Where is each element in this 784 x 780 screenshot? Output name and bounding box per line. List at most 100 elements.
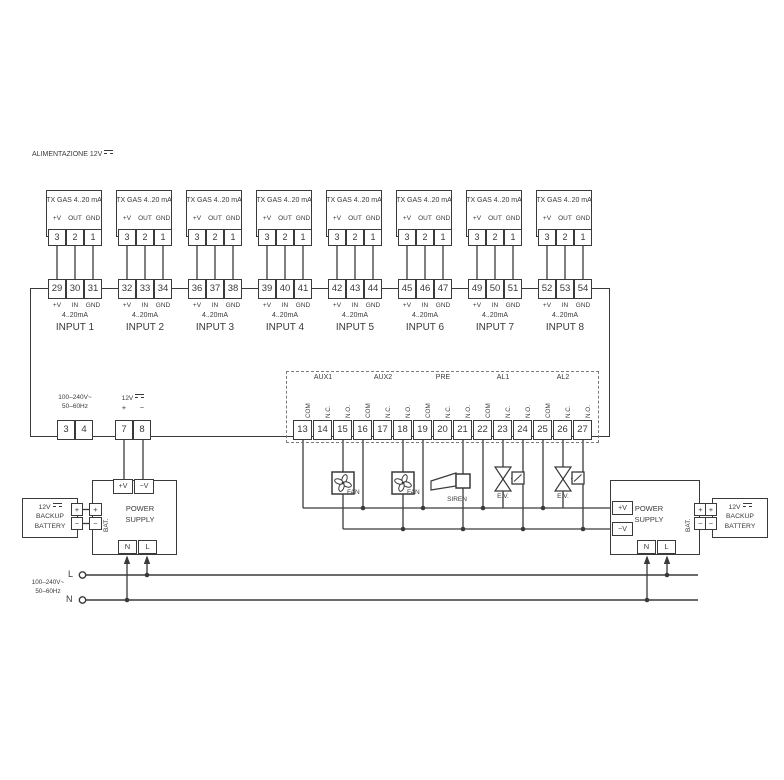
input-signal-label: 4..20mA	[271, 312, 299, 319]
tx-gas-title-7: TX GAS 4..20 mA	[466, 197, 522, 204]
power-supply-name: SUPPLY	[125, 515, 155, 524]
ps-right-n-terminal: N	[637, 540, 656, 554]
relay-name-al1: AL1	[496, 374, 510, 381]
input-pin-label: +V	[52, 302, 62, 309]
input-signal-label: 4..20mA	[481, 312, 509, 319]
input-pin-label: IN	[281, 302, 289, 309]
relay-contact-label: N.O.	[465, 405, 472, 418]
tx-terminal-3-1: 3	[48, 229, 66, 246]
relay-name-aux1: AUX1	[313, 374, 333, 381]
tx-pin-label: GND	[295, 215, 311, 222]
tx-gas-title-5: TX GAS 4..20 mA	[326, 197, 382, 204]
relay-contact-label: COM	[305, 403, 312, 418]
tx-pin-label: +V	[332, 215, 342, 222]
relay-contact-label: N.O.	[405, 405, 412, 418]
dc-out-label-text: 12V	[121, 395, 134, 402]
input-pin-label: +V	[262, 302, 272, 309]
battery-left-plus: +	[71, 503, 83, 516]
ps-right-vminus-terminal: −V	[612, 522, 633, 536]
input-terminal-53: 53	[556, 279, 574, 299]
tx-terminal-3-5: 3	[328, 229, 346, 246]
input-signal-label: 4..20mA	[411, 312, 439, 319]
tx-terminal-3-7: 3	[468, 229, 486, 246]
relay-name-aux2: AUX2	[373, 374, 393, 381]
dc-out-plus: +	[121, 403, 127, 412]
tx-terminal-2-2: 2	[136, 229, 154, 246]
mains-in-freq-label: 50–60Hz	[61, 403, 89, 410]
tx-pin-label: +V	[402, 215, 412, 222]
relay-contact-label: N.C.	[565, 405, 572, 418]
input-pin-label: IN	[491, 302, 499, 309]
fan-label: FAN	[347, 489, 360, 496]
input-terminal-39: 39	[258, 279, 276, 299]
mains-freq-label: 50–60Hz	[35, 588, 61, 595]
battery-left-minus: −	[71, 517, 83, 530]
tx-terminal-1-6: 1	[434, 229, 452, 246]
tx-pin-label: OUT	[488, 215, 502, 222]
input-pin-label: IN	[351, 302, 359, 309]
input-pin-label: +V	[332, 302, 342, 309]
relay-terminal-17: 17	[373, 420, 392, 440]
valve-label: E.V.	[497, 493, 509, 500]
input-pin-label: +V	[122, 302, 132, 309]
input-terminal-46: 46	[416, 279, 434, 299]
input-name-3: INPUT 3	[195, 322, 235, 333]
tx-pin-label: +V	[122, 215, 132, 222]
mains-n-label: N	[66, 594, 73, 604]
tx-terminal-2-7: 2	[486, 229, 504, 246]
mains-in-voltage-label: 100–240V~	[58, 394, 92, 401]
fan-icon	[334, 474, 352, 492]
input-pin-label: GND	[295, 302, 311, 309]
tx-terminal-1-8: 1	[574, 229, 592, 246]
relay-terminal-24: 24	[513, 420, 532, 440]
tx-terminal-1-2: 1	[154, 229, 172, 246]
tx-pin-label: GND	[155, 215, 171, 222]
battery-label-line2: BACKUP	[36, 513, 64, 520]
relay-contact-label: N.C.	[445, 405, 452, 418]
input-terminal-32: 32	[118, 279, 136, 299]
input-terminal-43: 43	[346, 279, 364, 299]
tx-pin-label: +V	[472, 215, 482, 222]
input-terminal-30: 30	[66, 279, 84, 299]
input-name-7: INPUT 7	[475, 322, 515, 333]
mains-terminal-3: 3	[57, 420, 75, 440]
mains-voltage-label: 100–240V~	[31, 579, 65, 586]
tx-gas-title-6: TX GAS 4..20 mA	[396, 197, 452, 204]
tx-pin-label: OUT	[68, 215, 82, 222]
ps-left-bat-plus: +	[89, 503, 102, 516]
diagram-title: ALIMENTAZIONE 12V	[32, 150, 114, 160]
tx-gas-title-4: TX GAS 4..20 mA	[256, 197, 312, 204]
input-terminal-52: 52	[538, 279, 556, 299]
mains-l-label: L	[68, 569, 74, 579]
tx-pin-label: OUT	[138, 215, 152, 222]
input-terminal-38: 38	[224, 279, 242, 299]
tx-pin-label: GND	[365, 215, 381, 222]
tx-terminal-2-1: 2	[66, 229, 84, 246]
input-name-1: INPUT 1	[55, 322, 95, 333]
input-pin-label: IN	[211, 302, 219, 309]
input-terminal-29: 29	[48, 279, 66, 299]
relay-contact-label: N.O.	[585, 405, 592, 418]
relay-terminal-13: 13	[293, 420, 312, 440]
dc-symbol-icon	[135, 394, 145, 399]
input-name-2: INPUT 2	[125, 322, 165, 333]
input-terminal-49: 49	[468, 279, 486, 299]
tx-pin-label: +V	[52, 215, 62, 222]
relay-terminal-19: 19	[413, 420, 432, 440]
tx-pin-label: OUT	[418, 215, 432, 222]
input-pin-label: IN	[561, 302, 569, 309]
input-pin-label: GND	[435, 302, 451, 309]
input-terminal-41: 41	[294, 279, 312, 299]
input-signal-label: 4..20mA	[131, 312, 159, 319]
tx-gas-title-8: TX GAS 4..20 mA	[536, 197, 592, 204]
battery-right-plus: +	[705, 503, 717, 516]
tx-terminal-1-7: 1	[504, 229, 522, 246]
tx-pin-label: OUT	[348, 215, 362, 222]
tx-pin-label: OUT	[278, 215, 292, 222]
tx-terminal-1-4: 1	[294, 229, 312, 246]
input-name-6: INPUT 6	[405, 322, 445, 333]
input-pin-label: IN	[421, 302, 429, 309]
relay-terminal-20: 20	[433, 420, 452, 440]
input-pin-label: GND	[575, 302, 591, 309]
input-terminal-44: 44	[364, 279, 382, 299]
